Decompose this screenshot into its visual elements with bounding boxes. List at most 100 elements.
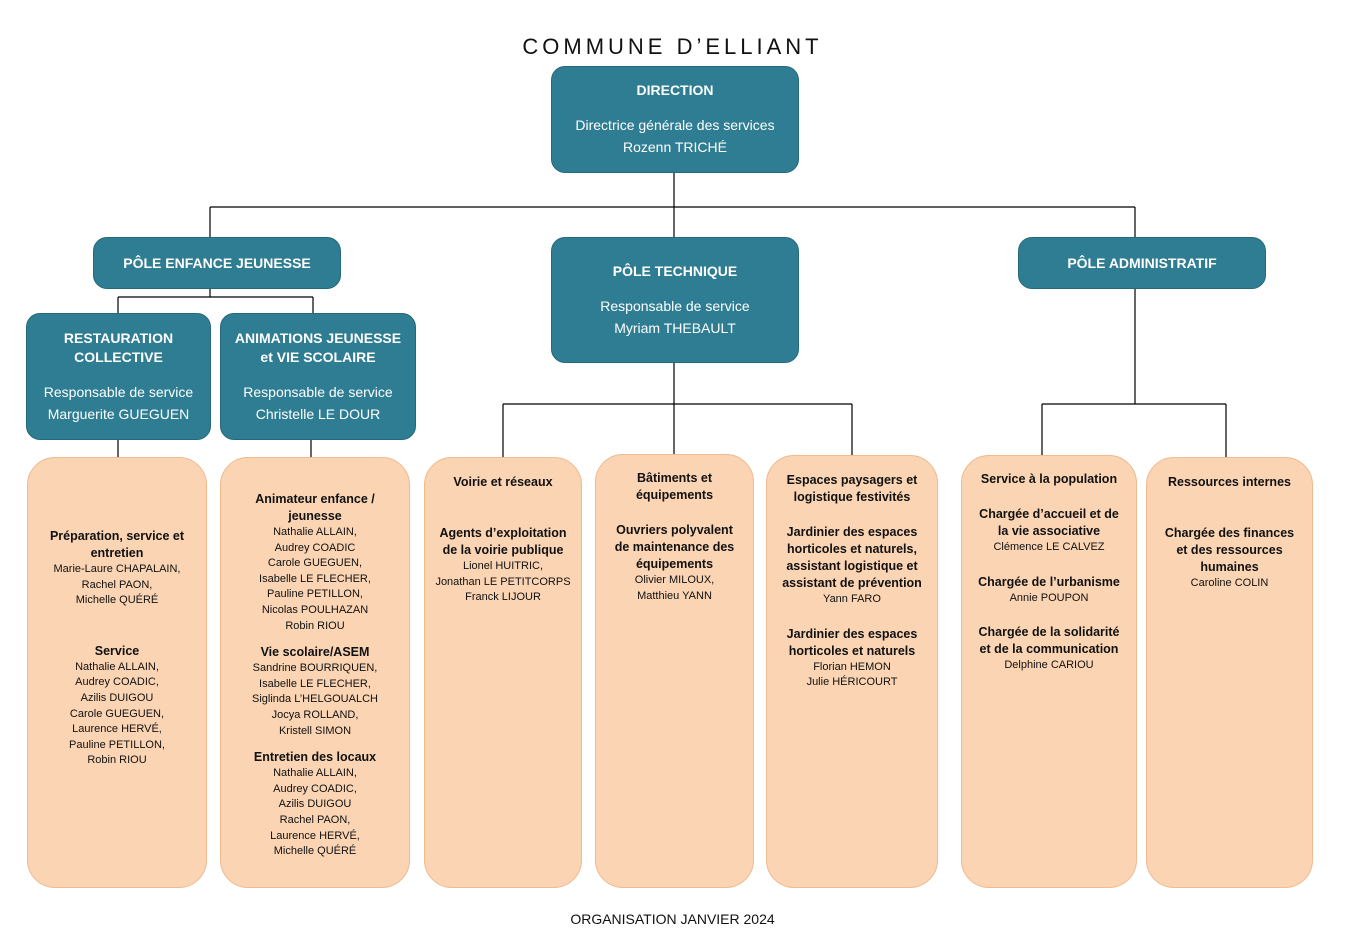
voirie-heading: Voirie et réseaux <box>453 475 553 489</box>
batiments-heading: Bâtiments et <box>636 471 713 485</box>
spacer <box>221 739 409 749</box>
group-title: assistant logistique et <box>786 559 918 573</box>
spacer <box>1147 491 1312 525</box>
group-title: assistant de prévention <box>782 576 922 590</box>
restauration-heading-line-2: COLLECTIVE <box>74 348 163 365</box>
staff-name: Jonathan LE PETITCORPS <box>435 575 571 588</box>
staff-name: Michelle QUÉRÉ <box>273 845 357 858</box>
population-heading: Service à la population <box>980 472 1118 486</box>
group-title: humaines <box>1200 560 1259 574</box>
staff-name: Siglinda L’HELGOUALCH <box>252 693 378 706</box>
animations-heading-line-1: ANIMATIONS JEUNESSE <box>234 329 402 346</box>
spacer <box>962 556 1136 574</box>
spacer <box>221 634 409 644</box>
staff-name: Sandrine BOURRIQUEN, <box>252 662 378 675</box>
pole-administratif-box: PÔLE ADMINISTRATIF <box>1018 237 1266 289</box>
staff-name: Florian HEMON <box>813 660 891 673</box>
restauration-name: Marguerite GUEGUEN <box>47 405 190 422</box>
footer-caption: ORGANISATION JANVIER 2024 <box>570 911 775 927</box>
spacer <box>425 491 581 525</box>
group-title: Ouvriers polyvalent <box>616 523 733 537</box>
pole-enfance-jeunesse-heading: PÔLE ENFANCE JEUNESSE <box>123 254 311 271</box>
staff-name: Nathalie ALLAIN, <box>273 767 357 780</box>
batiments-heading: équipements <box>635 488 714 502</box>
staff-name: Marie-Laure CHAPALAIN, <box>53 563 181 575</box>
group-title: jeunesse <box>288 509 342 523</box>
staff-name: Azilis DUIGOU <box>80 691 154 704</box>
staff-name: Laurence HERVÉ, <box>270 829 360 842</box>
group-title: horticoles et naturels, <box>787 542 917 556</box>
staff-name: Jocya ROLLAND, <box>271 708 359 721</box>
staff-name: Laurence HERVÉ, <box>72 723 162 736</box>
staff-name: Nathalie ALLAIN, <box>75 660 159 673</box>
spacer <box>596 504 753 522</box>
restauration-role: Responsable de service <box>43 383 194 400</box>
group-title: Entretien des locaux <box>253 750 377 765</box>
restauration-heading-line-1: RESTAURATION <box>63 329 174 346</box>
group-title: horticoles et naturels <box>788 643 916 658</box>
group-title: Jardinier des espaces <box>786 525 918 539</box>
direction-heading: DIRECTION <box>636 82 714 98</box>
espaces-heading: Espaces paysagers et <box>786 473 918 487</box>
direction-role: Directrice générale des services <box>575 117 775 133</box>
staff-name: Pauline PETILLON, <box>69 738 165 751</box>
staff-name: Michelle QUÉRÉ <box>75 594 159 607</box>
spacer <box>767 506 937 524</box>
staff-name: Annie POUPON <box>1009 591 1089 604</box>
staff-name: Pauline PETILLON, <box>267 588 363 601</box>
group-title: de la voirie publique <box>442 543 564 557</box>
group-title: Préparation, service et <box>49 529 185 543</box>
group-title: de maintenance des <box>614 540 735 554</box>
staff-name: Lionel HUITRIC, <box>462 560 544 572</box>
staff-name: Franck LIJOUR <box>465 591 541 604</box>
staff-name: Julie HÉRICOURT <box>806 676 898 689</box>
pole-technique-name: Myriam THEBAULT <box>614 319 736 336</box>
spacer <box>767 608 937 626</box>
staff-name: Carole GUEGUEN, <box>69 707 165 720</box>
staff-name: Robin RIOU <box>87 754 147 767</box>
group-title: Chargée des finances <box>1164 526 1295 540</box>
ressources-heading: Ressources internes <box>1168 475 1291 489</box>
pole-technique-box: PÔLE TECHNIQUE Responsable de service My… <box>551 237 799 363</box>
group-title: équipements <box>635 557 714 571</box>
staff-name: Olivier MILOUX, <box>634 574 715 586</box>
staff-name: Nicolas POULHAZAN <box>261 603 369 616</box>
staff-name: Azilis DUIGOU <box>278 798 352 811</box>
group-title: la vie associative <box>997 524 1101 538</box>
direction-name: Rozenn TRICHÉ <box>622 139 727 155</box>
spacer <box>28 609 206 643</box>
page-title: COMMUNE D’ELLIANT <box>522 34 823 59</box>
group-title: Service <box>94 643 140 658</box>
spacer <box>962 606 1136 624</box>
staff-name: Nathalie ALLAIN, <box>273 526 357 538</box>
group-title: Jardinier des espaces <box>786 626 918 641</box>
direction-box: DIRECTION Directrice générale des servic… <box>551 66 799 173</box>
group-title: et des ressources <box>1176 543 1283 557</box>
group-title: Animateur enfance / <box>255 492 375 506</box>
pole-administratif-heading: PÔLE ADMINISTRATIF <box>1067 254 1217 271</box>
staff-name: Yann FARO <box>823 593 881 605</box>
group-title: et de la communication <box>979 642 1119 657</box>
animations-role: Responsable de service <box>243 383 393 400</box>
staff-name: Delphine CARIOU <box>1004 659 1094 672</box>
staff-name: Matthieu YANN <box>637 589 712 602</box>
staff-name: Rachel PAON, <box>279 813 351 826</box>
pole-enfance-jeunesse-box: PÔLE ENFANCE JEUNESSE <box>93 237 341 289</box>
group-title: Chargée de l’urbanisme <box>978 574 1120 589</box>
staff-name: Audrey COADIC <box>274 541 356 554</box>
staff-name: Kristell SIMON <box>278 724 352 737</box>
pole-technique-role: Responsable de service <box>600 297 750 314</box>
staff-name: Caroline COLIN <box>1190 577 1269 589</box>
animations-heading-line-2: et VIE SCOLAIRE <box>260 348 376 365</box>
staff-name: Robin RIOU <box>285 619 345 632</box>
group-title: entretien <box>90 546 144 560</box>
pole-technique-heading: PÔLE TECHNIQUE <box>612 262 738 279</box>
group-title: Vie scolaire/ASEM <box>260 645 370 660</box>
spacer <box>962 488 1136 506</box>
